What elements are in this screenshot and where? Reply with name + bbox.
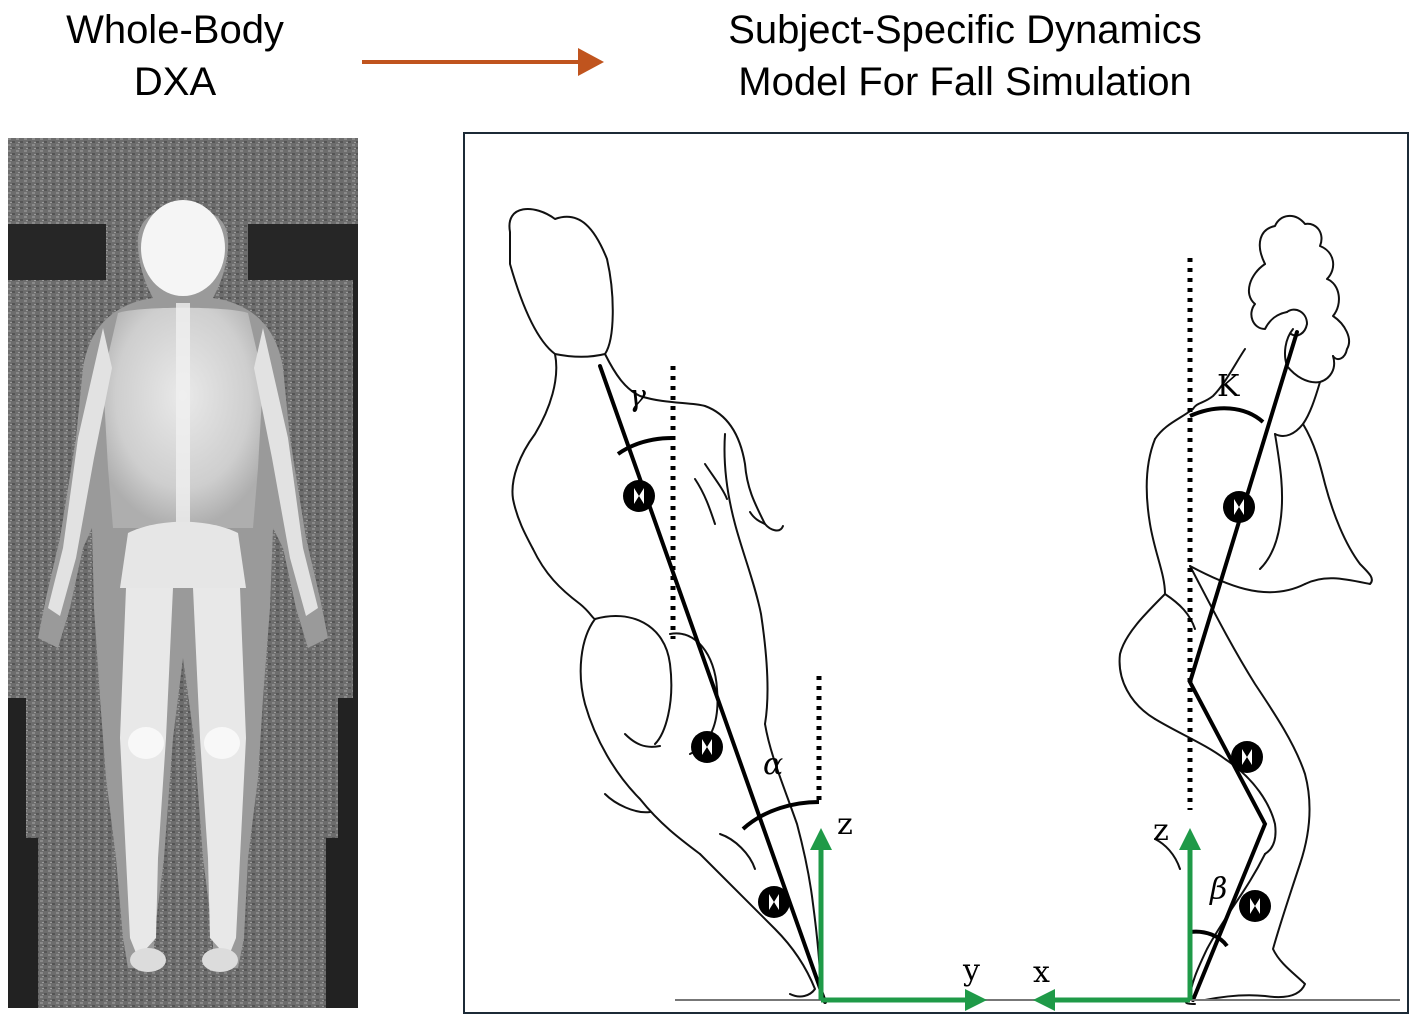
coordinate-axes: [810, 828, 1201, 1011]
right-x-axis-label: x: [1033, 955, 1050, 990]
flow-arrow-icon: [362, 48, 604, 76]
gamma-label: γ: [628, 379, 646, 414]
left-y-arrowhead-icon: [965, 989, 987, 1011]
right-x-arrowhead-icon: [1033, 989, 1055, 1011]
joint-marker-1: [623, 480, 655, 512]
dxa-heading-line2: DXA: [133, 60, 217, 104]
left-figure-outline: [508, 208, 822, 998]
dxa-heading-line1: Whole-Body: [66, 8, 284, 52]
kappa-label: K: [1217, 369, 1240, 404]
angle-arcs: [616, 406, 1265, 948]
left-y-axis-label: y: [962, 953, 980, 988]
right-figure-outline: [1118, 215, 1373, 1005]
left-z-arrowhead-icon: [810, 828, 832, 850]
beta-label: β: [1209, 872, 1227, 907]
joint-marker-5: [1231, 741, 1263, 773]
model-heading: Subject-Specific Dynamics Model For Fall…: [610, 4, 1320, 108]
alpha-label: α: [763, 747, 783, 782]
dxa-scan-image: [8, 138, 358, 1008]
model-heading-line2: Model For Fall Simulation: [738, 60, 1192, 104]
beta-arc: [1189, 929, 1229, 948]
reference-lines: [670, 258, 1193, 810]
gamma-arc: [616, 436, 674, 456]
joint-marker-4: [1223, 491, 1255, 523]
joint-marker-6: [1239, 890, 1271, 922]
model-heading-line1: Subject-Specific Dynamics: [728, 8, 1202, 52]
dynamics-model-panel: γ α K β z y x z: [463, 132, 1409, 1014]
joint-marker-2: [691, 731, 723, 763]
dxa-heading: Whole-Body DXA: [20, 4, 330, 108]
joint-markers: [623, 480, 1271, 922]
left-z-axis-label: z: [837, 807, 853, 842]
joint-marker-3: [758, 886, 790, 918]
kappa-arc: [1189, 406, 1265, 424]
fall-model-drawing: γ α K β z y x z: [508, 208, 1400, 1011]
right-z-axis-label: z: [1153, 813, 1169, 848]
alpha-arc: [741, 800, 820, 831]
left-body-segment: [598, 364, 827, 1004]
right-z-arrowhead-icon: [1179, 828, 1201, 850]
